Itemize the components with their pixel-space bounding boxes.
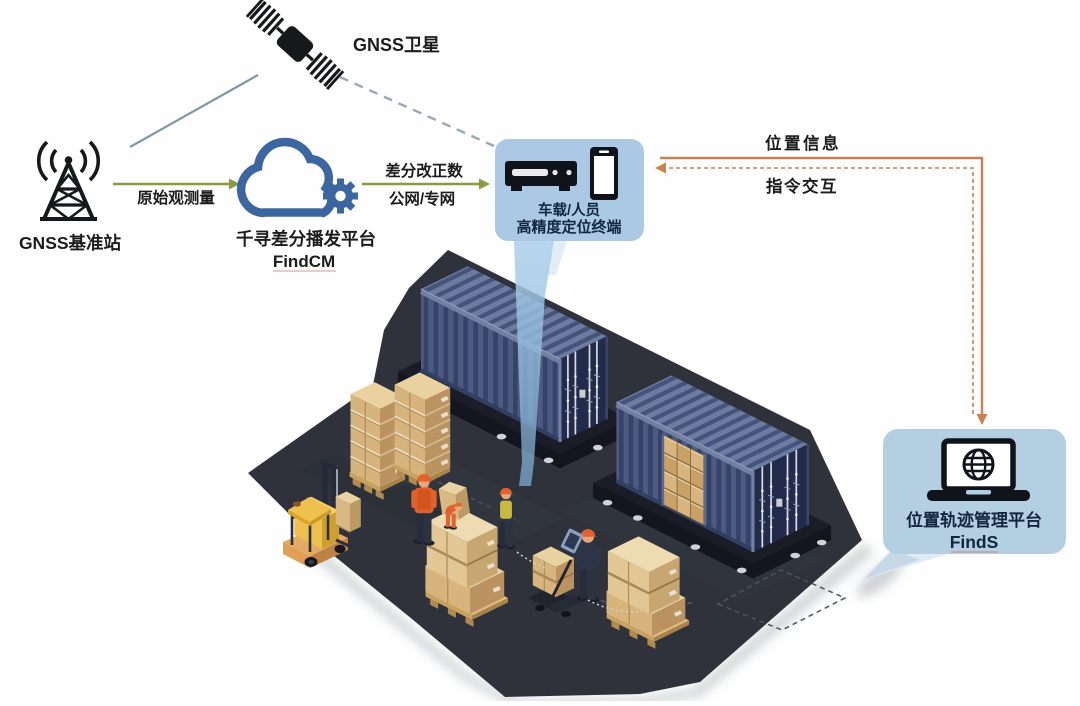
svg-text:公网/专网: 公网/专网 <box>389 189 455 208</box>
svg-text:GNSS卫星: GNSS卫星 <box>353 35 440 55</box>
svg-text:FindCM: FindCM <box>273 252 335 271</box>
svg-text:GNSS基准站: GNSS基准站 <box>19 233 122 253</box>
svg-text:高精度定位终端: 高精度定位终端 <box>516 218 621 236</box>
svg-text:车载/人员: 车载/人员 <box>538 201 600 219</box>
svg-text:差分改正数: 差分改正数 <box>385 161 463 180</box>
svg-text:FindS: FindS <box>950 532 999 552</box>
svg-text:指令交互: 指令交互 <box>766 176 838 196</box>
svg-text:位置轨迹管理平台: 位置轨迹管理平台 <box>906 510 1042 530</box>
svg-text:千寻差分播发平台: 千寻差分播发平台 <box>236 229 376 249</box>
svg-text:原始观测量: 原始观测量 <box>137 188 215 207</box>
svg-text:位置信息: 位置信息 <box>765 133 841 153</box>
